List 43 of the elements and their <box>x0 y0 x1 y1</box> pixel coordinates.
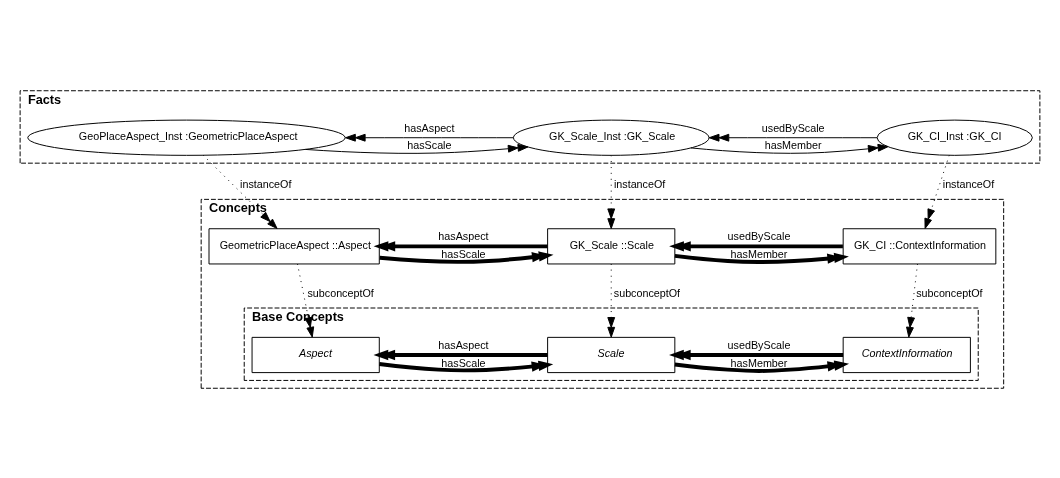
arrow <box>669 349 844 360</box>
arrow <box>607 263 616 338</box>
edge-label: usedByScale <box>761 121 825 134</box>
arrow <box>297 263 315 338</box>
arrow <box>708 133 878 142</box>
edge-label: hasAspect <box>438 338 489 351</box>
edge-label: instanceOf <box>613 177 666 190</box>
node-box: Aspect <box>251 336 380 373</box>
edge-label: instanceOf <box>240 177 292 190</box>
edge-label: hasAspect <box>438 229 489 242</box>
arrow <box>607 154 616 229</box>
arrow <box>674 359 849 373</box>
arrow <box>924 154 950 229</box>
arrow <box>690 143 889 154</box>
arrow <box>373 349 548 360</box>
arrow <box>379 250 554 264</box>
edge-label: instanceOf <box>942 177 995 190</box>
edge-label: hasMember <box>764 138 822 151</box>
edge-label: usedByScale <box>727 338 791 351</box>
edge-label: usedByScale <box>727 229 791 242</box>
edge-label: hasScale <box>441 356 486 369</box>
edge-label: hasMember <box>730 247 788 260</box>
edge-label: hasScale <box>441 247 486 260</box>
node-box: Scale <box>547 336 676 373</box>
arrow <box>674 252 849 264</box>
node-box: GeometricPlaceAspect ::Aspect <box>208 227 380 264</box>
node-box: GK_Scale ::Scale <box>547 227 676 264</box>
arrow <box>345 133 514 142</box>
edge-label: subconceptOf <box>916 286 983 299</box>
arrow <box>373 240 548 251</box>
arrow <box>379 360 554 372</box>
edge-label: hasScale <box>407 138 452 151</box>
edge-label: hasAspect <box>404 121 455 134</box>
node-box: GK_CI ::ContextInformation <box>842 227 997 264</box>
arrow <box>906 263 918 338</box>
edge-label: subconceptOf <box>613 286 681 299</box>
node-ellipse: GeoPlaceAspect_Inst :GeometricPlaceAspect <box>27 119 346 156</box>
node-box: ContextInformation <box>842 336 971 373</box>
edge-label: hasMember <box>730 356 788 369</box>
edge-label: subconceptOf <box>307 286 374 299</box>
arrow <box>202 154 278 229</box>
arrow <box>669 240 843 251</box>
node-ellipse: GK_Scale_Inst :GK_Scale <box>512 119 710 156</box>
